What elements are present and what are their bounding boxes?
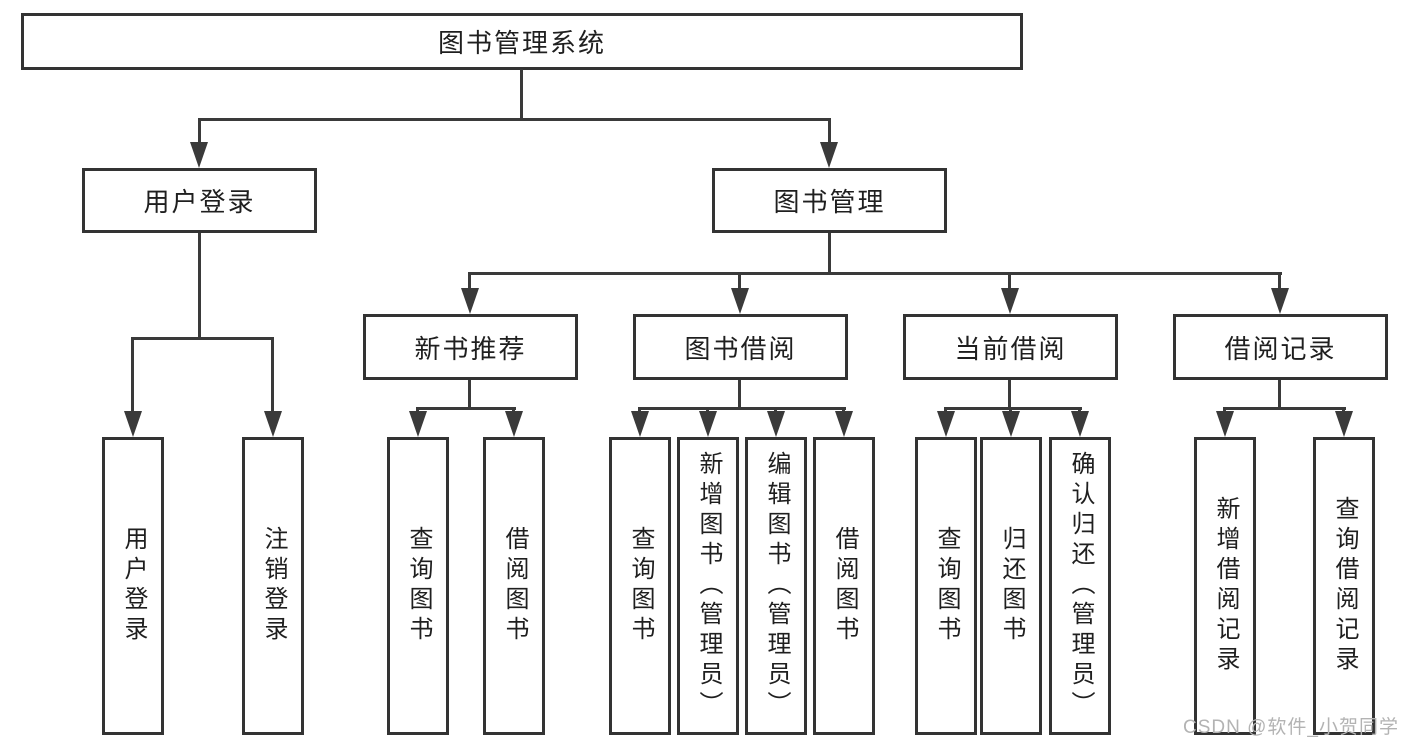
arrowhead-down-icon	[1271, 288, 1289, 314]
connector-vline	[828, 233, 831, 272]
leaf-user-login: 用户登录	[102, 437, 164, 735]
connector-vline	[468, 380, 471, 408]
arrowhead-down-icon	[505, 411, 523, 437]
connector-vline	[738, 272, 741, 292]
node-library-management-system: 图书管理系统	[21, 13, 1023, 70]
arrowhead-down-icon	[731, 288, 749, 314]
leaf-label: 编辑图书（管理员）	[763, 451, 790, 721]
connector-vline	[1008, 272, 1011, 292]
arrowhead-down-icon	[835, 411, 853, 437]
connector-hline	[198, 118, 831, 121]
arrowhead-down-icon	[767, 411, 785, 437]
connector-vline	[520, 69, 523, 118]
connector-hline	[944, 407, 1082, 410]
leaf-query-books-borrowing: 查询图书	[609, 437, 671, 735]
watermark: CSDN @软件_小贺同学	[1183, 717, 1399, 738]
connector-vline	[1008, 380, 1011, 408]
connector-vline	[468, 272, 471, 292]
arrowhead-down-icon	[264, 411, 282, 437]
connector-vline	[271, 337, 274, 415]
node-label: 借阅记录	[1224, 333, 1337, 364]
leaf-label: 新增借阅记录	[1212, 496, 1239, 676]
connector-hline	[131, 337, 274, 340]
leaf-edit-books-admin: 编辑图书（管理员）	[745, 437, 807, 735]
connector-vline	[828, 118, 831, 150]
leaf-return-books: 归还图书	[980, 437, 1042, 735]
connector-vline	[1278, 272, 1281, 292]
arrowhead-down-icon	[124, 411, 142, 437]
leaf-label: 借阅图书	[501, 526, 528, 646]
leaf-label: 注销登录	[260, 526, 287, 646]
node-borrowing-records: 借阅记录	[1173, 314, 1388, 380]
connector-hline	[638, 407, 846, 410]
node-new-book-recommend: 新书推荐	[363, 314, 578, 380]
leaf-add-books-admin: 新增图书（管理员）	[677, 437, 739, 735]
leaf-label: 归还图书	[998, 526, 1025, 646]
node-label: 当前借阅	[954, 333, 1067, 364]
arrowhead-down-icon	[937, 411, 955, 437]
leaf-borrow-books-borrowing: 借阅图书	[813, 437, 875, 735]
leaf-label: 查询借阅记录	[1331, 496, 1358, 676]
connector-vline	[131, 337, 134, 415]
leaf-label: 查询图书	[405, 526, 432, 646]
node-current-borrowing: 当前借阅	[903, 314, 1118, 380]
arrowhead-down-icon	[1001, 288, 1019, 314]
arrowhead-down-icon	[409, 411, 427, 437]
node-label: 新书推荐	[414, 333, 527, 364]
node-label: 图书管理	[773, 187, 886, 217]
connector-hline	[468, 272, 1282, 275]
leaf-logout-login: 注销登录	[242, 437, 304, 735]
node-book-borrowing: 图书借阅	[633, 314, 848, 380]
node-label: 图书借阅	[684, 333, 797, 364]
leaf-confirm-return-admin: 确认归还（管理员）	[1049, 437, 1111, 735]
arrowhead-down-icon	[820, 142, 838, 168]
connector-vline	[1278, 380, 1281, 408]
connector-vline	[198, 233, 201, 338]
leaf-add-borrow-record: 新增借阅记录	[1194, 437, 1256, 735]
connector-hline	[1223, 407, 1346, 410]
leaf-label: 查询图书	[627, 526, 654, 646]
arrowhead-down-icon	[699, 411, 717, 437]
connector-hline	[416, 407, 516, 410]
node-label: 用户登录	[143, 187, 256, 217]
leaf-query-books-current: 查询图书	[915, 437, 977, 735]
node-label: 图书管理系统	[437, 28, 606, 58]
leaf-query-books-recommend: 查询图书	[387, 437, 449, 735]
leaf-borrow-books-recommend: 借阅图书	[483, 437, 545, 735]
leaf-label: 借阅图书	[831, 526, 858, 646]
arrowhead-down-icon	[1216, 411, 1234, 437]
arrowhead-down-icon	[1071, 411, 1089, 437]
arrowhead-down-icon	[631, 411, 649, 437]
arrowhead-down-icon	[1002, 411, 1020, 437]
arrowhead-down-icon	[1335, 411, 1353, 437]
arrowhead-down-icon	[461, 288, 479, 314]
leaf-label: 确认归还（管理员）	[1067, 451, 1094, 721]
node-book-management: 图书管理	[712, 168, 947, 233]
node-user-login: 用户登录	[82, 168, 317, 233]
arrowhead-down-icon	[190, 142, 208, 168]
leaf-query-borrow-record: 查询借阅记录	[1313, 437, 1375, 735]
leaf-label: 用户登录	[120, 526, 147, 646]
connector-vline	[738, 380, 741, 408]
connector-vline	[198, 118, 201, 150]
leaf-label: 查询图书	[933, 526, 960, 646]
leaf-label: 新增图书（管理员）	[695, 451, 722, 721]
